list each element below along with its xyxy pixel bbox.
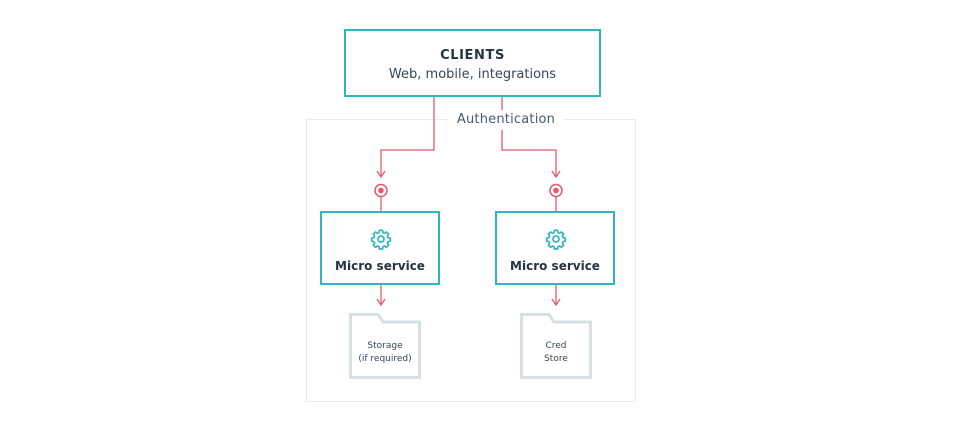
micro-service-label: Micro service — [510, 259, 600, 273]
micro-service-label: Micro service — [335, 259, 425, 273]
connector-right-cred-store-arrowhead — [551, 298, 561, 307]
clients-subtitle: Web, mobile, integrations — [388, 67, 557, 82]
folder-icon — [349, 313, 421, 379]
gear-icon — [545, 229, 567, 250]
cred-store-label-line2: Store — [544, 354, 568, 364]
connector-clients-to-left-service — [380, 97, 435, 176]
cred-store-label-line1: Cred — [545, 341, 567, 351]
folder-icon — [520, 313, 592, 379]
storage-label-line1: Storage — [367, 341, 403, 351]
connector-clients-to-left-arrowhead — [376, 170, 386, 179]
micro-service-left: Micro service — [320, 211, 440, 285]
cred-store-folder: Cred Store — [520, 313, 592, 379]
connector-clients-to-right-arrowhead — [551, 170, 561, 179]
endpoint-marker-left — [374, 183, 388, 198]
connector-clients-to-right-service — [501, 97, 557, 176]
authentication-label: Authentication — [448, 110, 564, 130]
gear-icon — [370, 229, 392, 250]
endpoint-marker-right — [549, 183, 563, 198]
connector-left-storage-arrowhead — [376, 298, 386, 307]
storage-label-line2: (if required) — [358, 354, 412, 364]
storage-label: Storage (if required) — [349, 340, 421, 366]
clients-box: CLIENTS Web, mobile, integrations — [344, 29, 601, 97]
storage-folder: Storage (if required) — [349, 313, 421, 379]
clients-title: CLIENTS — [440, 48, 505, 63]
micro-service-right: Micro service — [495, 211, 615, 285]
cred-store-label: Cred Store — [520, 340, 592, 366]
